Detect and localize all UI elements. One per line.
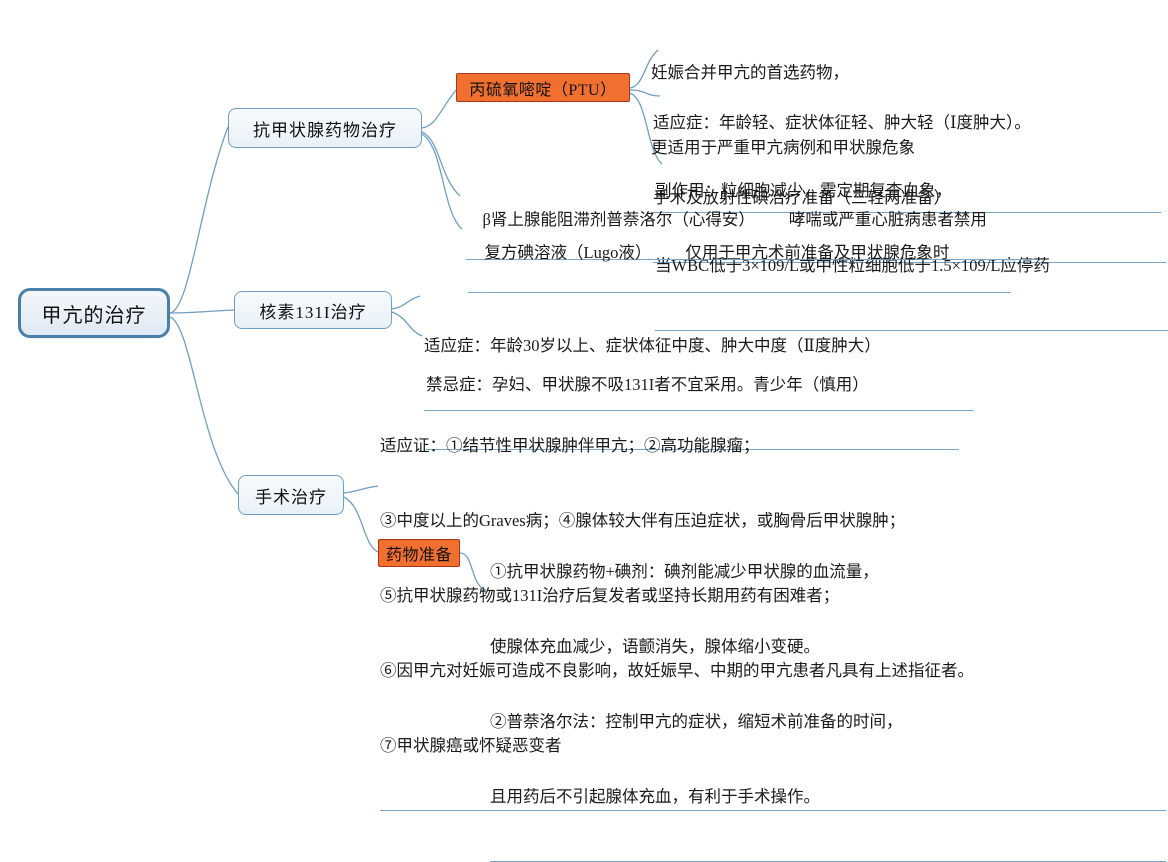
leaf-line: 当WBC低于3×109/L或中性粒细胞低于1.5×109/L应停药 bbox=[655, 256, 1050, 275]
branch-node-radioiodine[interactable]: 核素131I治疗 bbox=[234, 291, 392, 329]
leaf-lugol-label: 复方碘溶液（Lugo液） bbox=[484, 243, 652, 262]
branch-label-radioiodine: 核素131I治疗 bbox=[259, 302, 367, 322]
edge-root-to-antithyroid bbox=[169, 126, 229, 314]
leaf-line: 禁忌症：孕妇、甲状腺不吸131I者不宜采用。青少年（慎用） bbox=[426, 375, 869, 394]
edge-antithyroid-to-ptu bbox=[421, 89, 457, 129]
mindmap-canvas: 甲亢的治疗 抗甲状腺药物治疗 丙硫氧嘧啶（PTU） 妊娠合并甲亢的首选药物， 更… bbox=[18, 10, 1168, 862]
leaf-radioiodine-indications: 适应症：年龄30岁以上、症状体征中度、肿大中度（Ⅱ度肿大） bbox=[424, 283, 973, 411]
leaf-line: ③中度以上的Graves病；④腺体较大伴有压迫症状，或胸骨后甲状腺肿； bbox=[380, 511, 906, 530]
root-node-label: 甲亢的治疗 bbox=[41, 304, 147, 327]
leaf-drug-preparation-detail: ①抗甲状腺药物+碘剂：碘剂能减少甲状腺的血流量， 使腺体充血减少，语颤消失，腺体… bbox=[490, 509, 1166, 862]
branch-label-antithyroid-drugs: 抗甲状腺药物治疗 bbox=[253, 120, 397, 140]
edge-surgery-to-indications bbox=[343, 485, 379, 494]
root-node[interactable]: 甲亢的治疗 bbox=[18, 288, 170, 338]
node-ptu-label: 丙硫氧嘧啶（PTU） bbox=[469, 81, 617, 99]
edge-antithyroid-to-lugol bbox=[421, 133, 463, 230]
leaf-propranolol: β肾上腺能阻滞剂普萘洛尔（心得安） 哮喘或严重心脏病患者禁用 bbox=[466, 182, 1037, 260]
leaf-radioiodine-contraindications: 禁忌症：孕妇、甲状腺不吸131I者不宜采用。青少年（慎用） bbox=[426, 322, 959, 450]
edge-root-to-radioiodine bbox=[169, 309, 235, 314]
edge-antithyroid-to-propranolol bbox=[421, 131, 461, 197]
leaf-line: 使腺体充血减少，语颤消失，腺体缩小变硬。 bbox=[490, 637, 820, 656]
leaf-ptu-indication-pregnancy: 妊娠合并甲亢的首选药物， 更适用于严重甲亢病例和甲状腺危象 bbox=[651, 10, 1161, 213]
leaf-line: 适应症：年龄轻、症状体征轻、肿大轻（Ⅰ度肿大）。 bbox=[653, 113, 1031, 132]
branch-node-surgery[interactable]: 手术治疗 bbox=[238, 475, 344, 515]
leaf-ptu-side-effects: 副作用：粒细胞减少，需定期复查血象， 当WBC低于3×109/L或中性粒细胞低于… bbox=[655, 128, 1168, 331]
node-ptu[interactable]: 丙硫氧嘧啶（PTU） bbox=[456, 73, 630, 102]
leaf-line: 适应证：①结节性甲状腺肿伴甲亢；②高功能腺瘤； bbox=[380, 436, 760, 455]
leaf-propranolol-note: 哮喘或严重心脏病患者禁用 bbox=[788, 210, 987, 229]
node-drug-preparation[interactable]: 药物准备 bbox=[378, 539, 460, 567]
branch-label-surgery: 手术治疗 bbox=[255, 487, 327, 507]
leaf-ptu-indications: 适应症：年龄轻、症状体征轻、肿大轻（Ⅰ度肿大）。 手术及放射性碘治疗准备（三轻两… bbox=[653, 60, 1166, 263]
edge-surgery-to-drugprep bbox=[343, 496, 379, 553]
leaf-line: 妊娠合并甲亢的首选药物， bbox=[651, 63, 849, 82]
leaf-propranolol-label: β肾上腺能阻滞剂普萘洛尔（心得安） bbox=[482, 210, 755, 229]
node-drug-preparation-label: 药物准备 bbox=[385, 547, 452, 564]
leaf-line: 适应症：年龄30岁以上、症状体征中度、肿大中度（Ⅱ度肿大） bbox=[424, 336, 881, 355]
edge-radioiodine-to-indications bbox=[391, 295, 421, 310]
leaf-line: 副作用：粒细胞减少，需定期复查血象， bbox=[655, 181, 952, 200]
leaf-line: ⑤抗甲状腺药物或131I治疗后复发者或坚持长期用药有困难者； bbox=[380, 586, 840, 605]
leaf-line: 手术及放射性碘治疗准备（三轻两准备） bbox=[653, 188, 950, 207]
edge-radioiodine-to-contraindications bbox=[391, 311, 423, 337]
branch-node-antithyroid-drugs[interactable]: 抗甲状腺药物治疗 bbox=[228, 108, 422, 148]
leaf-lugol-note: 仅用于甲亢术前准备及甲状腺危象时 bbox=[685, 243, 950, 262]
leaf-line: ②普萘洛尔法：控制甲亢的症状，缩短术前准备的时间， bbox=[490, 712, 903, 731]
leaf-lugol: 复方碘溶液（Lugo液） 仅用于甲亢术前准备及甲状腺危象时 bbox=[468, 215, 1011, 293]
leaf-line: 更适用于严重甲亢病例和甲状腺危象 bbox=[651, 138, 915, 157]
edge-root-to-surgery bbox=[169, 316, 239, 495]
leaf-line: 且用药后不引起腺体充血，有利于手术操作。 bbox=[490, 787, 820, 806]
leaf-line: ①抗甲状腺药物+碘剂：碘剂能减少甲状腺的血流量， bbox=[490, 562, 879, 581]
